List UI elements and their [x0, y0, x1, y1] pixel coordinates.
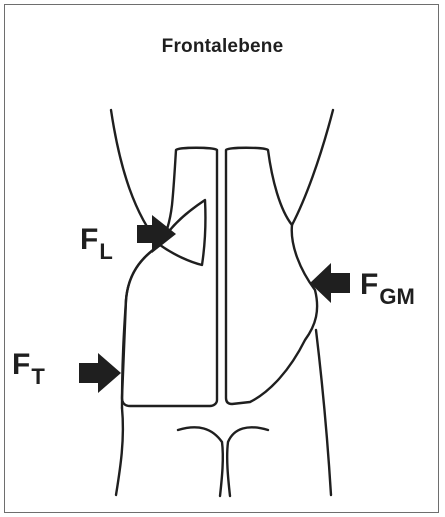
arrow-ft-icon	[79, 353, 121, 393]
force-fgm-sub: GM	[379, 284, 414, 309]
force-label-ft: FT	[12, 350, 45, 380]
gluteal-cleft-right	[227, 427, 268, 496]
force-label-fgm: FGM	[360, 270, 415, 300]
gluteal-cleft-left	[178, 427, 223, 496]
force-fl-sub: L	[99, 239, 112, 264]
right-lower-line	[316, 330, 331, 495]
right-trunk-half	[226, 148, 317, 404]
force-label-fl: FL	[80, 225, 113, 255]
force-fgm-main: F	[360, 268, 378, 301]
left-trunk-half	[122, 148, 217, 406]
force-fl-main: F	[80, 223, 98, 256]
right-outer-contour	[292, 110, 333, 225]
left-lower-line	[116, 408, 123, 495]
left-outer-contour	[111, 110, 160, 408]
force-ft-main: F	[12, 348, 30, 381]
force-ft-sub: T	[31, 364, 44, 389]
